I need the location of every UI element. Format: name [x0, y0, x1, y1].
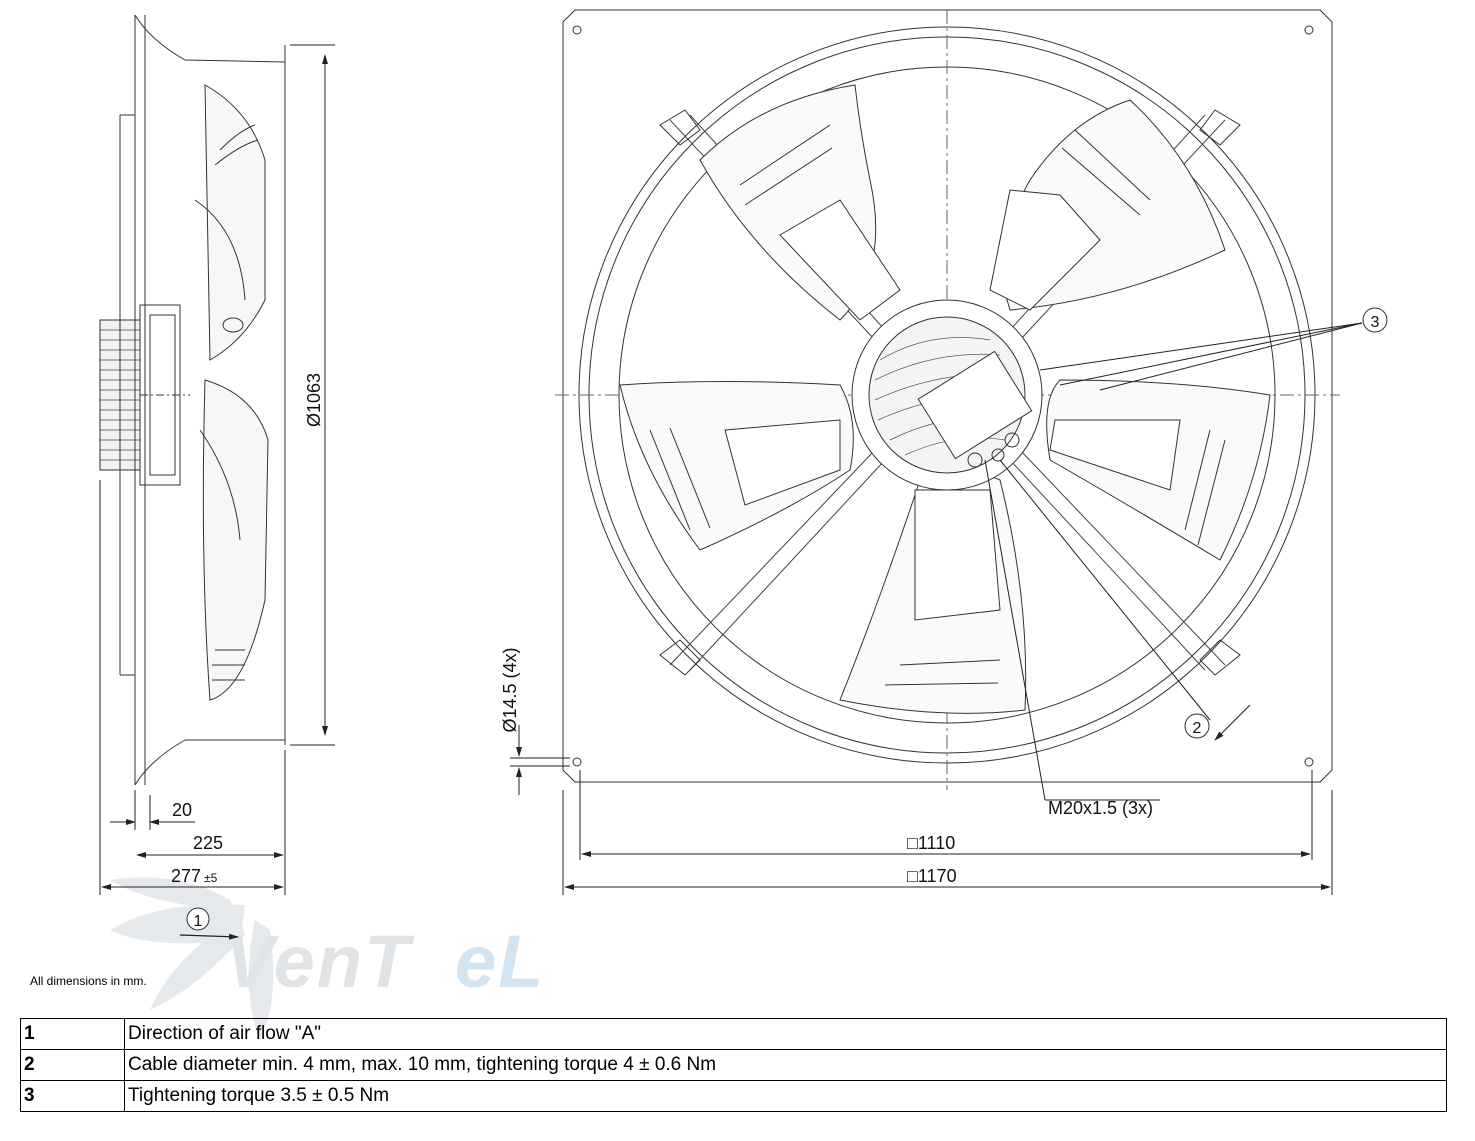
dim-277-label: 277±5 — [171, 866, 218, 886]
legend-row: 3 Tightening torque 3.5 ± 0.5 Nm — [20, 1080, 1447, 1112]
dim-1110-label: □1110 — [907, 833, 955, 853]
callout-2-circle — [1184, 713, 1210, 739]
legend-text: Cable diameter min. 4 mm, max. 10 mm, ti… — [124, 1049, 1447, 1081]
front-dimensions — [510, 322, 1363, 895]
legend-text: Direction of air flow "A" — [124, 1018, 1447, 1050]
callout-3: 3 — [1371, 314, 1380, 331]
callout-3-circle — [1362, 307, 1388, 333]
legend-row: 1 Direction of air flow "A" — [20, 1018, 1447, 1050]
diameter-label: Ø1063 — [304, 373, 324, 427]
side-view — [99, 14, 286, 786]
dim-225-label: 225 — [193, 833, 223, 853]
dim-1170-label: □1170 — [907, 866, 957, 886]
hole-diameter-label: Ø14.5 (4x) — [500, 647, 520, 732]
legend-number: 2 — [20, 1049, 125, 1081]
legend-number: 1 — [20, 1018, 125, 1050]
callout-2: 2 — [1193, 720, 1202, 737]
front-view — [555, 9, 1340, 790]
legend-text: Tightening torque 3.5 ± 0.5 Nm — [124, 1080, 1447, 1112]
side-dimensions — [99, 44, 335, 895]
legend-table: 1 Direction of air flow "A" 2 Cable diam… — [20, 1018, 1447, 1112]
watermark-text: VenT — [225, 920, 415, 1003]
legend-row: 2 Cable diameter min. 4 mm, max. 10 mm, … — [20, 1049, 1447, 1081]
legend-number: 3 — [20, 1080, 125, 1112]
units-note: All dimensions in mm. — [30, 974, 147, 988]
airflow-arrow — [179, 907, 239, 940]
svg-text:eL: eL — [455, 920, 545, 1003]
dim-20-label: 20 — [172, 800, 192, 820]
airflow-callout: 1 — [194, 913, 203, 930]
cable-gland-label: M20x1.5 (3x) — [1048, 798, 1153, 818]
watermark-logo: VenT eL — [110, 877, 545, 1040]
